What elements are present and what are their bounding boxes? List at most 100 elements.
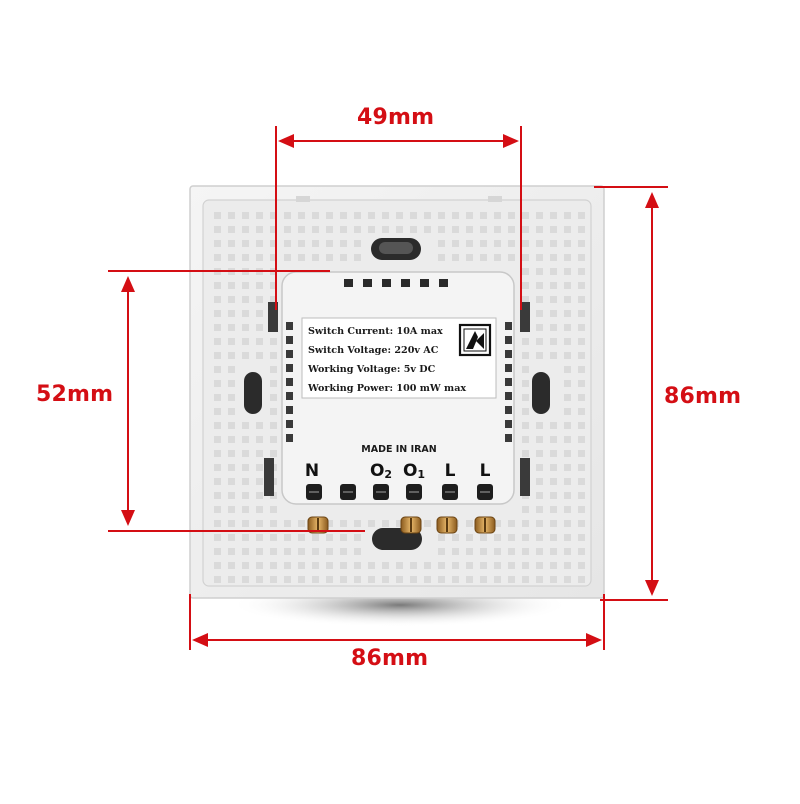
texture-dot xyxy=(564,212,571,219)
texture-dot xyxy=(270,548,277,555)
texture-dot xyxy=(242,520,249,527)
texture-dot xyxy=(298,240,305,247)
texture-dot xyxy=(312,226,319,233)
texture-dot xyxy=(214,408,221,415)
vent-top xyxy=(420,279,429,287)
texture-dot xyxy=(256,338,263,345)
texture-dot xyxy=(508,254,515,261)
texture-dot xyxy=(578,352,585,359)
texture-dot xyxy=(214,534,221,541)
texture-dot xyxy=(354,240,361,247)
texture-dot xyxy=(410,562,417,569)
texture-dot xyxy=(228,394,235,401)
texture-dot xyxy=(382,212,389,219)
texture-dot xyxy=(564,548,571,555)
vent-right xyxy=(505,322,512,330)
texture-dot xyxy=(270,394,277,401)
texture-dot xyxy=(354,548,361,555)
texture-dot xyxy=(214,492,221,499)
texture-dot xyxy=(270,506,277,513)
texture-dot xyxy=(494,548,501,555)
texture-dot xyxy=(536,282,543,289)
texture-dot xyxy=(228,562,235,569)
texture-dot xyxy=(550,548,557,555)
texture-dot xyxy=(270,408,277,415)
texture-dot xyxy=(228,422,235,429)
texture-dot xyxy=(466,562,473,569)
texture-dot xyxy=(438,226,445,233)
texture-dot xyxy=(480,254,487,261)
texture-dot xyxy=(466,548,473,555)
texture-dot xyxy=(228,492,235,499)
texture-dot xyxy=(564,254,571,261)
dimension-lines xyxy=(108,126,668,650)
texture-dot xyxy=(284,240,291,247)
terminal-screws xyxy=(307,516,496,534)
texture-dot xyxy=(522,296,529,303)
texture-dot xyxy=(326,226,333,233)
texture-dot xyxy=(564,436,571,443)
texture-dot xyxy=(326,562,333,569)
texture-dot xyxy=(382,562,389,569)
texture-dot xyxy=(536,492,543,499)
texture-dot xyxy=(578,548,585,555)
texture-dot xyxy=(522,534,529,541)
texture-dot xyxy=(578,436,585,443)
texture-dot xyxy=(256,492,263,499)
texture-dot xyxy=(256,548,263,555)
texture-dot xyxy=(410,212,417,219)
texture-dot xyxy=(284,534,291,541)
texture-dot xyxy=(298,534,305,541)
texture-dot xyxy=(270,422,277,429)
dim-86v-arrow-bottom xyxy=(645,580,659,596)
vent-right xyxy=(505,392,512,400)
texture-dot xyxy=(578,366,585,373)
texture-dot xyxy=(452,226,459,233)
texture-dot xyxy=(522,338,529,345)
texture-dot xyxy=(536,520,543,527)
texture-dot xyxy=(508,212,515,219)
texture-dot xyxy=(466,576,473,583)
frame-texture xyxy=(214,212,585,583)
plate-width-label: 86mm xyxy=(351,646,429,671)
texture-dot xyxy=(564,366,571,373)
texture-dot xyxy=(242,240,249,247)
texture-dot xyxy=(228,506,235,513)
texture-dot xyxy=(214,366,221,373)
texture-dot xyxy=(522,576,529,583)
texture-dot xyxy=(340,212,347,219)
texture-dot xyxy=(536,324,543,331)
texture-dot xyxy=(466,240,473,247)
texture-dot xyxy=(550,450,557,457)
texture-dot xyxy=(578,478,585,485)
texture-dot xyxy=(298,254,305,261)
texture-dot xyxy=(522,422,529,429)
texture-dot xyxy=(424,226,431,233)
texture-dot xyxy=(536,338,543,345)
texture-dot xyxy=(536,310,543,317)
texture-dot xyxy=(354,226,361,233)
texture-dot xyxy=(340,534,347,541)
texture-dot xyxy=(564,520,571,527)
texture-dot xyxy=(578,240,585,247)
texture-dot xyxy=(340,226,347,233)
texture-dot xyxy=(578,506,585,513)
texture-dot xyxy=(228,436,235,443)
texture-dot xyxy=(340,254,347,261)
texture-dot xyxy=(550,254,557,261)
texture-dot xyxy=(438,562,445,569)
texture-dot xyxy=(326,240,333,247)
vent-right xyxy=(505,420,512,428)
texture-dot xyxy=(494,520,501,527)
texture-dot xyxy=(564,310,571,317)
texture-dot xyxy=(466,226,473,233)
texture-dot xyxy=(466,520,473,527)
texture-dot xyxy=(284,254,291,261)
texture-dot xyxy=(564,296,571,303)
texture-dot xyxy=(228,450,235,457)
texture-dot xyxy=(270,576,277,583)
texture-dot xyxy=(466,212,473,219)
texture-dot xyxy=(214,422,221,429)
terminal-label: L xyxy=(480,461,491,481)
